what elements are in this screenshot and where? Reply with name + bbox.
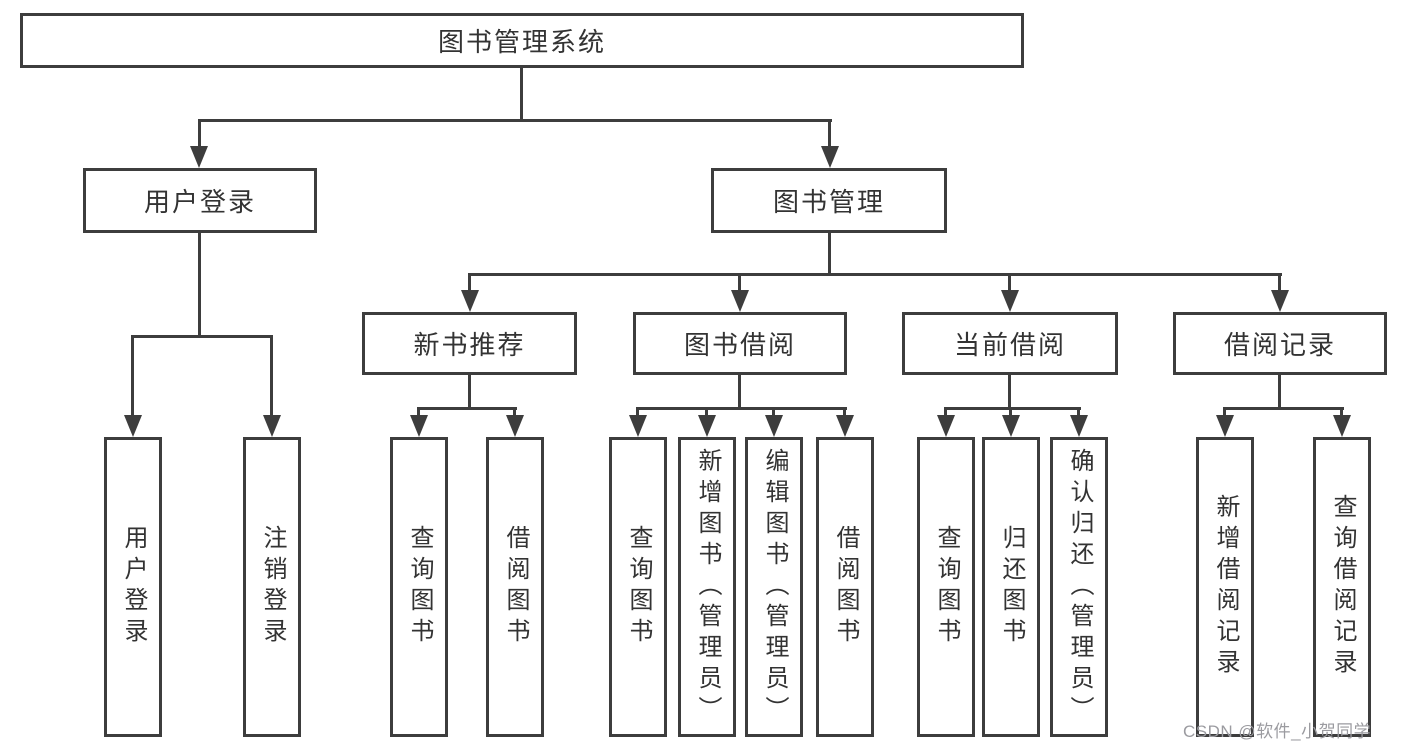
connector-line [636,407,847,410]
node-borrow-records: 借阅记录 [1173,312,1387,375]
connector-line [1278,375,1281,410]
arrowhead-down-icon [821,146,839,168]
connector-line [270,335,273,417]
connector-line [1008,375,1011,410]
arrowhead-down-icon [937,415,955,437]
node-new-book-recommend: 新书推荐 [362,312,577,375]
arrowhead-down-icon [629,415,647,437]
connector-line [468,273,1282,276]
connector-line [1278,273,1281,293]
leaf-user-login: 用户登录 [104,437,162,737]
arrowhead-down-icon [1271,290,1289,312]
leaf-query-borrow-record: 查询借阅记录 [1313,437,1371,737]
connector-line [1009,407,1012,419]
arrowhead-down-icon [1001,290,1019,312]
node-library-system: 图书管理系统 [20,13,1024,68]
connector-line [198,119,201,150]
connector-line [131,335,134,417]
leaf-logout: 注销登录 [243,437,301,737]
connector-line [636,407,639,419]
connector-line [705,407,708,419]
connector-line [417,407,517,410]
leaf-add-borrow-record: 新增借阅记录 [1196,437,1254,737]
arrowhead-down-icon [124,415,142,437]
connector-line [828,119,831,150]
arrowhead-down-icon [263,415,281,437]
leaf-edit-books-admin: 编辑图书（管理员） [745,437,803,737]
connector-line [198,233,201,337]
connector-line [944,407,1081,410]
connector-line [1223,407,1226,419]
arrowhead-down-icon [1333,415,1351,437]
connector-line [772,407,775,419]
connector-line [198,119,832,122]
arrowhead-down-icon [461,290,479,312]
connector-line [1340,407,1343,419]
node-current-borrow: 当前借阅 [902,312,1118,375]
connector-line [520,68,523,122]
arrowhead-down-icon [1070,415,1088,437]
leaf-query-books-3: 查询图书 [917,437,975,737]
connector-line [131,335,273,338]
arrowhead-down-icon [190,146,208,168]
arrowhead-down-icon [1216,415,1234,437]
connector-line [513,407,516,419]
connector-line [1077,407,1080,419]
arrowhead-down-icon [410,415,428,437]
leaf-query-books-2: 查询图书 [609,437,667,737]
connector-line [828,233,831,276]
leaf-confirm-return-admin: 确认归还（管理员） [1050,437,1108,737]
arrowhead-down-icon [836,415,854,437]
leaf-borrow-books: 借阅图书 [486,437,544,737]
connector-line [468,273,471,293]
connector-line [1223,407,1344,410]
leaf-return-books: 归还图书 [982,437,1040,737]
arrowhead-down-icon [731,290,749,312]
leaf-add-books-admin: 新增图书（管理员） [678,437,736,737]
connector-line [417,407,420,419]
arrowhead-down-icon [765,415,783,437]
arrowhead-down-icon [698,415,716,437]
connector-line [944,407,947,419]
node-user-login: 用户登录 [83,168,317,233]
node-book-management: 图书管理 [711,168,947,233]
leaf-borrow-books-2: 借阅图书 [816,437,874,737]
csdn-watermark: CSDN @软件_小贺同学 [1183,722,1372,741]
node-book-borrow: 图书借阅 [633,312,847,375]
connector-line [738,375,741,410]
arrowhead-down-icon [506,415,524,437]
leaf-query-books: 查询图书 [390,437,448,737]
arrowhead-down-icon [1002,415,1020,437]
connector-line [843,407,846,419]
connector-line [738,273,741,293]
connector-line [1008,273,1011,293]
connector-line [468,375,471,410]
